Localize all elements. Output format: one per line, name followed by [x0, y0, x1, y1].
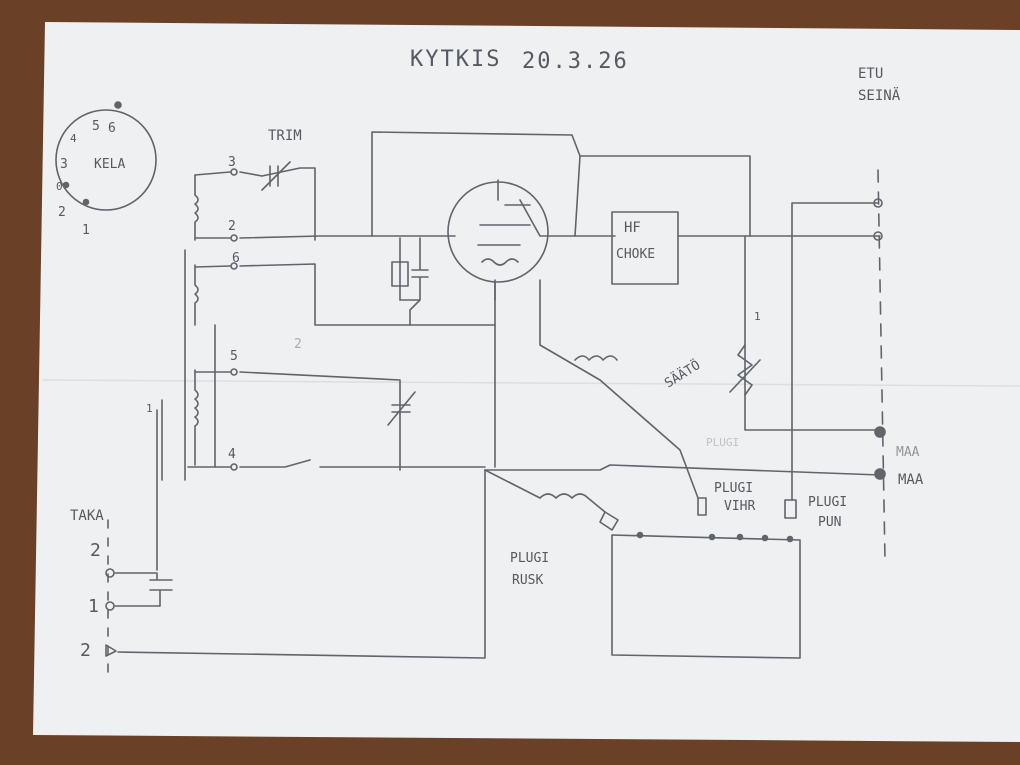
misc-number: 1 — [146, 402, 153, 415]
vacuum-tube — [447, 179, 549, 301]
tap-number: 2 — [228, 219, 236, 234]
coil-windings — [156, 174, 199, 571]
top-wiring — [371, 131, 881, 501]
hf-choke-label-line1: HF — [624, 220, 641, 236]
coil-label: KELA — [94, 157, 125, 172]
coil-pin: 3 — [60, 157, 68, 172]
coil-pin: 5 — [92, 119, 100, 134]
coil-pin-diagram — [55, 101, 157, 211]
ghost-plug-label: PLUGI — [706, 436, 739, 449]
wall-label-line2: SEINÄ — [858, 86, 901, 104]
coil-pin: 2 — [58, 205, 66, 220]
variable-capacitor — [387, 391, 416, 426]
maa-label: MAA — [898, 472, 924, 488]
misc-number: 2 — [294, 337, 302, 352]
maa-label: MAA — [896, 445, 920, 460]
hf-choke-box — [611, 211, 679, 285]
plug-vihr-label-line1: PLUGI — [714, 481, 753, 496]
hf-choke-label-line2: CHOKE — [616, 247, 655, 262]
taka-pin: 1 — [88, 596, 99, 617]
tap-number: 6 — [232, 251, 240, 266]
trim-label: TRIM — [268, 128, 302, 144]
tap-number: 3 — [228, 155, 236, 170]
paper-sheet — [33, 22, 1020, 742]
plug-rusk-label-line1: PLUGI — [510, 551, 549, 566]
plug-pun-label-line2: PUN — [818, 515, 841, 530]
misc-number: 1 — [754, 310, 761, 323]
wall-label-line1: ETU — [858, 66, 883, 82]
grid-resistor-capacitor — [391, 237, 429, 326]
taka-pin: 2 — [80, 640, 91, 661]
trim-capacitor — [261, 161, 291, 191]
tap-number: 4 — [228, 447, 236, 462]
taka-label: TAKA — [70, 508, 104, 524]
saato-potentiometer — [729, 344, 761, 396]
title: KYTKIS — [410, 47, 501, 72]
coil-pin: 4 — [70, 132, 77, 145]
date: 20.3.26 — [522, 49, 629, 74]
plug-rusk-label-line2: RUSK — [512, 573, 543, 588]
plug-vihr-label-line2: VIHR — [724, 499, 755, 514]
plug-board — [484, 469, 801, 659]
paper-fold — [41, 379, 1020, 387]
coil-pin: 1 — [82, 223, 90, 238]
tap-wires — [187, 167, 496, 471]
coil-pin: 6 — [108, 121, 116, 136]
heater-coil — [574, 355, 618, 361]
tap-number: 5 — [230, 349, 238, 364]
taka-connector — [105, 469, 486, 681]
coil-pin: 0 — [56, 180, 63, 193]
plug-pun-label-line1: PLUGI — [808, 495, 847, 510]
taka-pin: 2 — [90, 540, 101, 561]
